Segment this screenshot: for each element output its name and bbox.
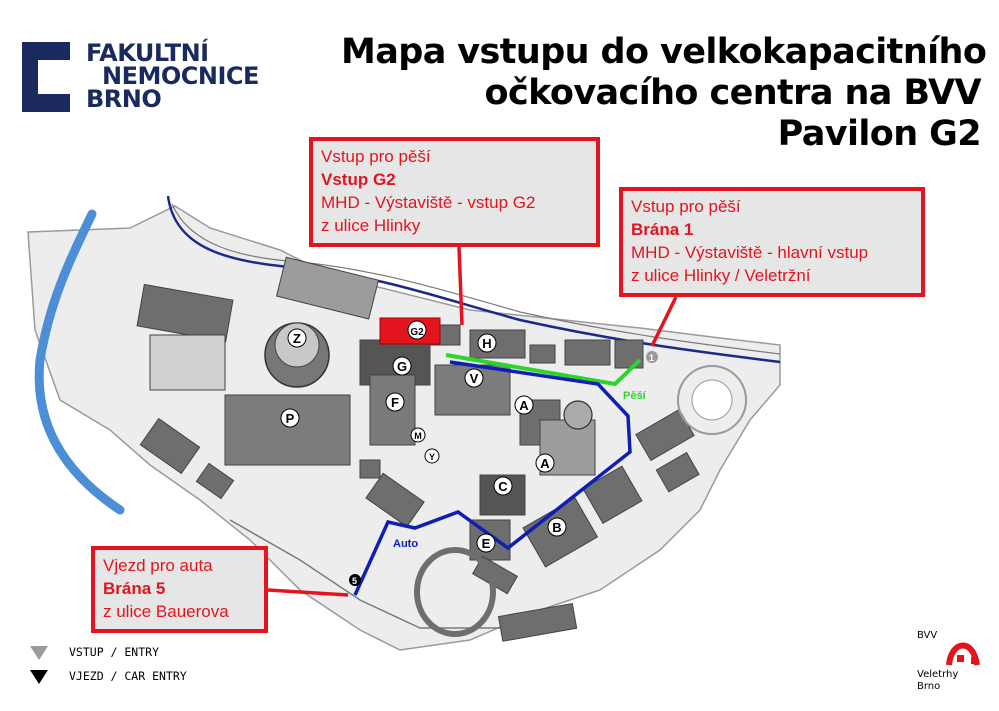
callout-pedestrian-gate1: Vstup pro pěší Brána 1 MHD - Výstaviště … xyxy=(619,187,925,297)
title-line-3: Pavilon G2 xyxy=(777,114,982,154)
bvv-logo-top: BVV xyxy=(917,630,938,641)
svg-text:G: G xyxy=(397,359,407,374)
logo-line-1: FAKULTNÍ xyxy=(86,39,209,67)
bvv-logo-text: Veletrhy Brno xyxy=(917,669,958,693)
race-track xyxy=(414,547,496,637)
callout-pointer-gate1 xyxy=(650,296,678,347)
car-route-label: Auto xyxy=(393,538,418,550)
walk-route-label: Pěší xyxy=(623,390,647,402)
fnbrno-logo: FAKULTNÍ NEMOCNICE BRNO xyxy=(22,39,292,114)
road-north-2 xyxy=(171,203,781,355)
gate-5-marker: 5 xyxy=(349,574,361,586)
label-m: M xyxy=(410,427,426,443)
title-line-2: očkovacího centra na BVV xyxy=(484,73,982,113)
callout-gate1-line-2: Brána 1 xyxy=(631,220,694,239)
label-z: Z xyxy=(287,328,307,348)
callout-gate1-line-1: Vstup pro pěší xyxy=(631,197,741,216)
callout-pointer-g2 xyxy=(457,246,464,326)
label-v: V xyxy=(464,368,484,388)
label-e: E xyxy=(476,533,496,553)
svg-text:P: P xyxy=(286,411,295,426)
callout-gate1-line-3: MHD - Výstaviště - hlavní vstup xyxy=(631,243,869,262)
logo-line-2: NEMOCNICE xyxy=(102,62,259,90)
svg-text:Y: Y xyxy=(429,452,435,462)
callout-gate5-line-1: Vjezd pro auta xyxy=(103,556,213,575)
callout-car-gate5: Vjezd pro auta Brána 5 z ulice Bauerova xyxy=(91,546,268,633)
svg-text:F: F xyxy=(391,395,399,410)
callout-gate5-line-3: z ulice Bauerova xyxy=(103,602,229,621)
gate-1-marker: 1 xyxy=(646,351,658,363)
label-p: P xyxy=(280,408,300,428)
pavilion-a-dome xyxy=(563,400,593,430)
callout-g2-line-4: z ulice Hlinky xyxy=(321,216,421,235)
label-c: C xyxy=(493,476,513,496)
svg-text:G2: G2 xyxy=(410,327,424,338)
bvv-arc-icon xyxy=(946,642,980,666)
roundabout xyxy=(677,365,747,435)
svg-text:H: H xyxy=(482,336,491,351)
logo-text: FAKULTNÍ NEMOCNICE BRNO xyxy=(86,39,259,113)
bvv-logo-line-2: Brno xyxy=(917,681,941,692)
bvv-logo-line-1: Veletrhy xyxy=(917,669,959,680)
callout-g2-line-2: Vstup G2 xyxy=(321,170,396,189)
svg-text:M: M xyxy=(414,431,422,441)
svg-text:E: E xyxy=(482,536,491,551)
logo-line-3: BRNO xyxy=(86,85,162,113)
label-a2: A xyxy=(535,453,555,473)
callout-gate5-line-2: Brána 5 xyxy=(103,579,166,598)
legend-car-entry-label: VJEZD / CAR ENTRY xyxy=(69,669,187,683)
walk-route xyxy=(445,353,642,387)
label-a: A xyxy=(514,395,534,415)
road-south xyxy=(229,519,500,629)
label-f: F xyxy=(385,392,405,412)
page-title: Mapa vstupu do velkokapacitního očkovací… xyxy=(341,32,987,155)
buildings xyxy=(136,256,700,642)
entry-triangle-icon xyxy=(30,646,48,660)
road-north xyxy=(166,195,781,364)
svg-text:A: A xyxy=(519,398,529,413)
callout-gate1-line-4: z ulice Hlinky / Veletržní xyxy=(631,266,811,285)
car-route xyxy=(353,360,632,596)
label-g: G xyxy=(392,356,412,376)
car-entry-triangle-icon xyxy=(30,670,48,684)
svg-text:Z: Z xyxy=(293,331,301,346)
callout-pointer-gate5 xyxy=(267,588,349,597)
logo-mark-icon xyxy=(22,42,70,112)
label-y: Y xyxy=(424,448,440,464)
svg-text:C: C xyxy=(498,479,508,494)
svg-text:5: 5 xyxy=(352,576,357,586)
svg-text:1: 1 xyxy=(649,353,654,363)
label-b: B xyxy=(547,517,567,537)
title-line-1: Mapa vstupu do velkokapacitního xyxy=(341,32,987,72)
river xyxy=(34,209,125,515)
svg-text:B: B xyxy=(552,520,561,535)
callout-g2-line-1: Vstup pro pěší xyxy=(321,147,431,166)
svg-text:V: V xyxy=(470,371,479,386)
callout-pedestrian-g2: Vstup pro pěší Vstup G2 MHD - Výstaviště… xyxy=(309,137,600,247)
callout-g2-line-3: MHD - Výstaviště - vstup G2 xyxy=(321,193,536,212)
legend-entry-label: VSTUP / ENTRY xyxy=(69,645,160,659)
bvv-logo: BVV Veletrhy Brno xyxy=(915,627,985,697)
label-g2: G2 xyxy=(407,320,427,340)
label-h: H xyxy=(477,333,497,353)
svg-text:A: A xyxy=(540,456,550,471)
